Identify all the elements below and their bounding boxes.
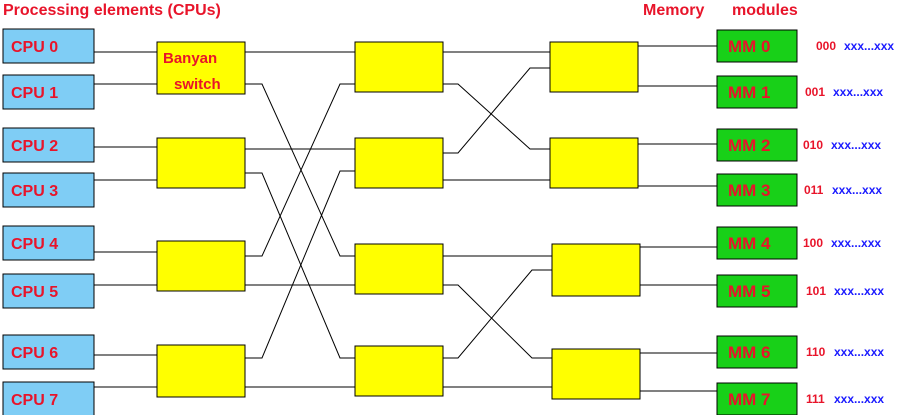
address-bits-6: 110 bbox=[806, 345, 826, 359]
mm-label-0: MM 0 bbox=[728, 37, 771, 56]
mm-box-7 bbox=[716, 382, 798, 415]
mm-label-4: MM 4 bbox=[728, 234, 771, 253]
cpu-label-1: CPU 1 bbox=[11, 85, 58, 102]
mm-box-6 bbox=[716, 335, 798, 369]
switch-s3-2 bbox=[551, 243, 641, 297]
mm-label-7: MM 7 bbox=[728, 390, 771, 409]
address-suffix-1: xxx...xxx bbox=[833, 85, 883, 99]
banyan-label-line1: Banyan bbox=[163, 50, 217, 67]
address-bits-0: 000 bbox=[816, 39, 836, 53]
interconnect-wires bbox=[94, 45, 717, 392]
switch-s2-2 bbox=[354, 243, 444, 295]
memory-header: Memory bbox=[643, 2, 704, 19]
cpu-label-4: CPU 4 bbox=[11, 236, 58, 253]
address-bits-4: 100 bbox=[803, 236, 823, 250]
wire-22 bbox=[443, 269, 552, 359]
banyan-label-line2: switch bbox=[174, 76, 221, 93]
mm-box-0 bbox=[716, 29, 798, 63]
switch-s3-3 bbox=[551, 348, 641, 400]
memory-module-column: MM 0 MM 1 MM 2 MM 3 MM 4 MM 5 MM 6 MM 7 bbox=[716, 29, 798, 415]
wire-17 bbox=[443, 83, 550, 150]
switch-s1-1 bbox=[156, 137, 246, 189]
switch-s2-3 bbox=[354, 345, 444, 397]
address-bits-3: 011 bbox=[804, 183, 824, 197]
cpu-label-0: CPU 0 bbox=[11, 39, 58, 56]
cpu-box-3 bbox=[2, 172, 95, 208]
cpu-box-1 bbox=[2, 74, 95, 110]
switch-s1-0 bbox=[156, 41, 246, 95]
cpu-label-2: CPU 2 bbox=[11, 138, 58, 155]
mm-box-3 bbox=[716, 173, 798, 207]
address-suffix-6: xxx...xxx bbox=[834, 345, 884, 359]
mm-box-1 bbox=[716, 75, 798, 109]
wire-14 bbox=[245, 170, 355, 359]
address-bits-2: 010 bbox=[803, 138, 823, 152]
wire-18 bbox=[443, 67, 550, 154]
address-suffix-2: xxx...xxx bbox=[831, 138, 881, 152]
switch-s3-0 bbox=[549, 41, 639, 93]
address-bits-1: 001 bbox=[805, 85, 825, 99]
processors-header: Processing elements (CPUs) bbox=[3, 2, 221, 19]
switch-s3-1 bbox=[549, 137, 639, 189]
mm-label-6: MM 6 bbox=[728, 343, 771, 362]
mm-box-4 bbox=[716, 226, 798, 260]
cpu-box-7 bbox=[2, 381, 95, 415]
cpu-label-6: CPU 6 bbox=[11, 345, 58, 362]
switch-s2-1 bbox=[354, 137, 444, 189]
cpu-label-7: CPU 7 bbox=[11, 392, 58, 409]
cpu-label-3: CPU 3 bbox=[11, 183, 58, 200]
cpu-column: CPU 0 CPU 1 CPU 2 CPU 3 CPU 4 CPU 5 CPU 6 CPU 7 bbox=[2, 28, 95, 415]
mm-label-2: MM 2 bbox=[728, 136, 771, 155]
address-column: 000 xxx...xxx 001 xxx...xxx 010 xxx...xxx 011 x… bbox=[803, 39, 894, 406]
mm-label-5: MM 5 bbox=[728, 282, 771, 301]
cpu-box-6 bbox=[2, 334, 95, 370]
cpu-box-4 bbox=[2, 225, 95, 261]
address-suffix-4: xxx...xxx bbox=[831, 236, 881, 250]
switch-s1-3 bbox=[156, 344, 246, 398]
switch-s2-0 bbox=[354, 41, 444, 93]
mm-label-1: MM 1 bbox=[728, 83, 771, 102]
cpu-box-0 bbox=[2, 28, 95, 64]
address-suffix-0: xxx...xxx bbox=[844, 39, 894, 53]
switch-stages: Banyan switch bbox=[156, 41, 641, 400]
mm-box-5 bbox=[716, 274, 798, 308]
switch-s1-2 bbox=[156, 240, 246, 292]
cpu-box-2 bbox=[2, 127, 95, 163]
wire-21 bbox=[443, 284, 552, 359]
modules-header: modules bbox=[732, 2, 798, 19]
address-suffix-5: xxx...xxx bbox=[834, 284, 884, 298]
mm-label-3: MM 3 bbox=[728, 181, 771, 200]
address-suffix-7: xxx...xxx bbox=[834, 392, 884, 406]
cpu-box-5 bbox=[2, 273, 95, 309]
address-bits-7: 111 bbox=[806, 392, 825, 406]
address-bits-5: 101 bbox=[806, 284, 826, 298]
wire-11 bbox=[245, 172, 355, 359]
mm-box-2 bbox=[716, 128, 798, 162]
wire-12 bbox=[245, 83, 355, 257]
address-suffix-3: xxx...xxx bbox=[832, 183, 882, 197]
cpu-label-5: CPU 5 bbox=[11, 284, 58, 301]
wire-9 bbox=[245, 83, 355, 257]
